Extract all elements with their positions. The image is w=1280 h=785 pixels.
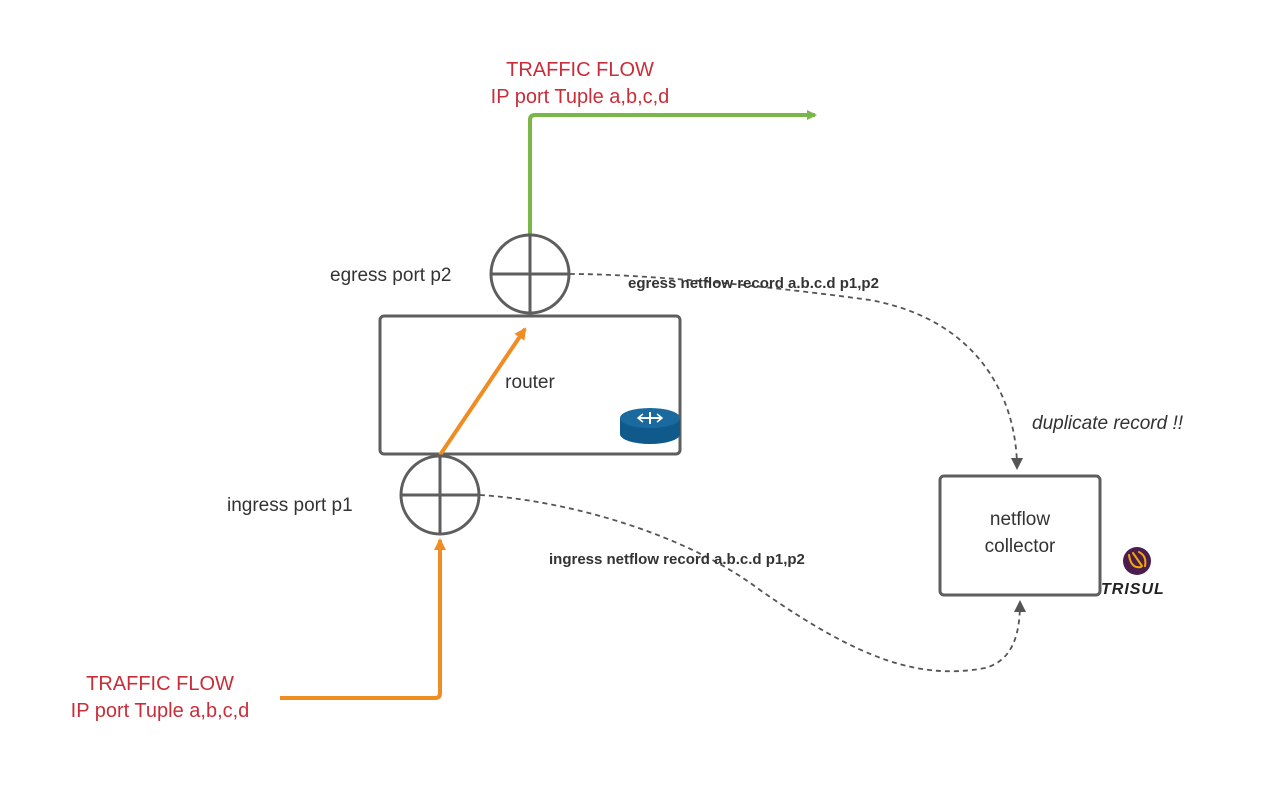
router-label: router bbox=[505, 372, 555, 393]
egress-flow-arrow bbox=[528, 110, 817, 235]
egress-record-label: egress netflow record a.b.c.d p1,p2 bbox=[628, 275, 879, 292]
collector-label-line2: collector bbox=[985, 536, 1056, 557]
ingress-flow-title: TRAFFIC FLOW bbox=[86, 673, 234, 695]
egress-port-label: egress port p2 bbox=[330, 265, 451, 286]
egress-record-line bbox=[569, 273, 1023, 470]
ingress-flow-tuple: IP port Tuple a,b,c,d bbox=[71, 700, 250, 722]
router-transit-arrow bbox=[438, 327, 527, 457]
collector-box bbox=[938, 474, 1102, 597]
trisul-logo-text: TRISUL bbox=[1101, 581, 1165, 598]
ingress-port-icon bbox=[399, 454, 481, 536]
ingress-flow-arrow bbox=[280, 538, 446, 700]
ingress-record-line bbox=[479, 494, 1026, 673]
egress-flow-title: TRAFFIC FLOW bbox=[506, 59, 654, 81]
collector-label-line1: netflow bbox=[990, 509, 1050, 530]
egress-flow-tuple: IP port Tuple a,b,c,d bbox=[491, 86, 670, 108]
ingress-port-label: ingress port p1 bbox=[227, 495, 353, 516]
trisul-logo-icon bbox=[1123, 547, 1151, 575]
duplicate-record-label: duplicate record !! bbox=[1032, 413, 1184, 434]
router-box bbox=[378, 314, 682, 456]
router-icon bbox=[620, 408, 680, 444]
egress-port-icon bbox=[489, 233, 571, 315]
ingress-record-label: ingress netflow record a.b.c.d p1,p2 bbox=[549, 551, 805, 568]
